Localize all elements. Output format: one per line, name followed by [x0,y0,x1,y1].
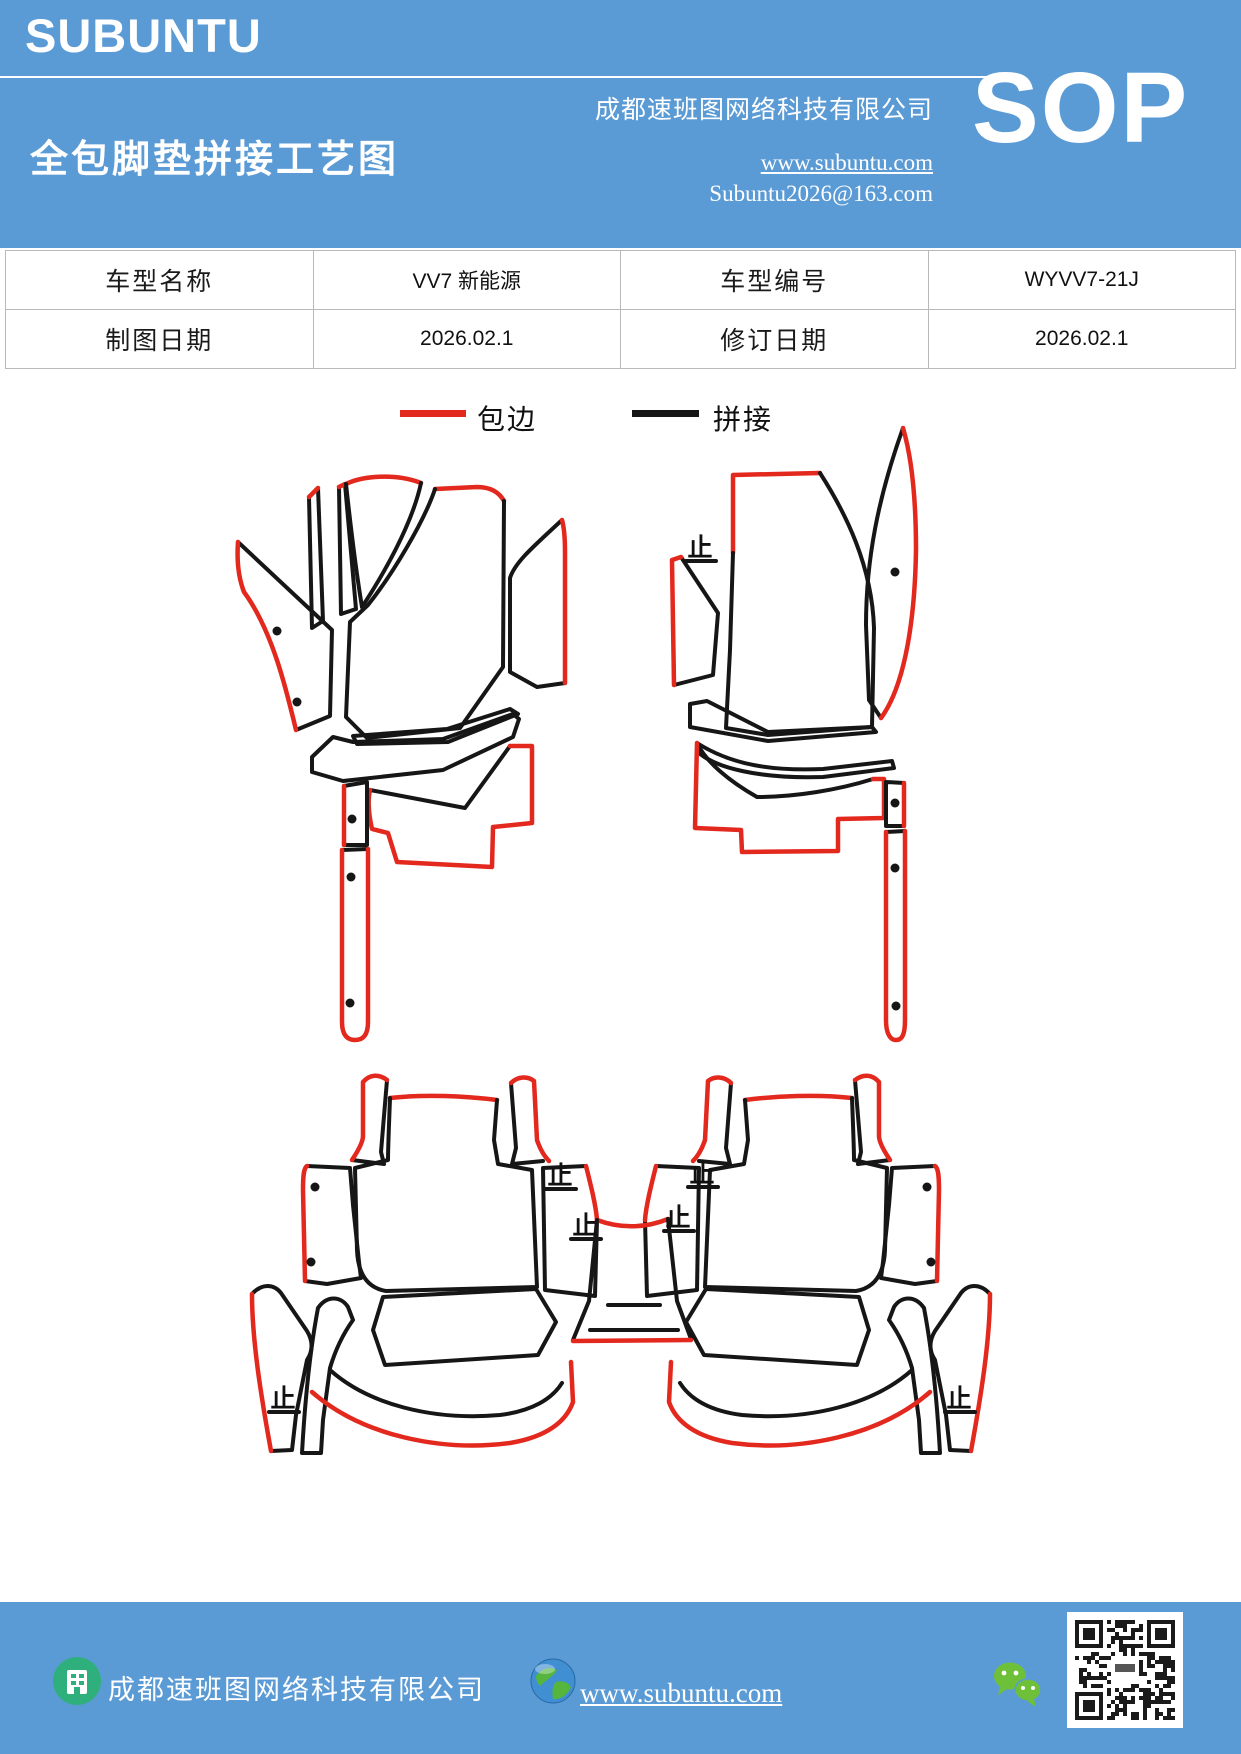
page-title: 全包脚垫拼接工艺图 [30,139,400,181]
snap-dot [347,814,357,824]
model-name-value: VV7 新能源 [312,250,621,310]
header-divider [0,76,997,78]
wechat-icon [994,1662,1042,1707]
header-email: Subuntu2026@163.com [709,181,933,206]
draw-date-label: 制图日期 [5,309,314,369]
model-code-label: 车型编号 [620,250,929,310]
snap-dot [310,1182,320,1192]
table-row: 制图日期 2026.02.1 修订日期 2026.02.1 [5,309,1236,369]
revise-date-label: 修订日期 [620,309,929,369]
snap-dot [890,798,900,808]
model-code-value: WYVV7-21J [927,250,1236,310]
stop-mark: 止 [665,1204,690,1232]
revise-date-value: 2026.02.1 [927,309,1236,369]
center-tunnel-piece [570,1216,694,1344]
snap-dot [306,1257,316,1267]
front-left-mat [235,474,568,1043]
stop-mark: 止 [687,534,712,562]
stop-marks: 止 止 止 止 止 止 止 [267,534,977,1414]
vehicle-info-table: 车型名称 VV7 新能源 车型编号 WYVV7-21J 制图日期 2026.02… [5,250,1236,369]
snap-dot [891,1001,901,1011]
footer-band: 成都速班图网络科技有限公司 www.subuntu.com [0,1602,1241,1754]
footer-company: 成都速班图网络科技有限公司 [108,1675,485,1705]
binding-legend-swatch [400,410,466,417]
splice-legend-swatch [632,410,699,417]
splice-legend-label: 拼接 [713,405,774,436]
qr-code [1067,1612,1183,1728]
snap-dot [346,872,356,882]
header-company: 成都速班图网络科技有限公司 [594,97,933,124]
snap-dot [890,863,900,873]
building-icon [53,1657,101,1705]
binding-legend-label: 包边 [477,405,538,436]
brand-logo: SUBUNTU [25,9,262,62]
snap-dot [272,626,282,636]
sop-badge: SOP [972,52,1190,164]
header-website-link[interactable]: www.subuntu.com [760,150,933,175]
table-row: 车型名称 VV7 新能源 车型编号 WYVV7-21J [5,250,1236,310]
stop-mark: 止 [689,1160,714,1188]
footer-website-link[interactable]: www.subuntu.com [580,1678,783,1708]
snap-dot [345,998,355,1008]
header-band: SUBUNTU 全包脚垫拼接工艺图 成都速班图网络科技有限公司 www.subu… [0,0,1241,248]
rear-right-mat [645,1076,990,1453]
stop-mark: 止 [946,1385,971,1413]
draw-date-value: 2026.02.1 [312,309,621,369]
globe-icon [530,1658,576,1704]
rear-left-mat [249,1073,600,1455]
front-right-mat [669,425,919,1043]
snap-dot [292,697,302,707]
snap-dot [890,567,900,577]
stop-mark: 止 [572,1212,597,1240]
stop-mark: 止 [547,1162,572,1190]
model-name-label: 车型名称 [5,250,314,310]
stop-mark: 止 [270,1385,295,1413]
